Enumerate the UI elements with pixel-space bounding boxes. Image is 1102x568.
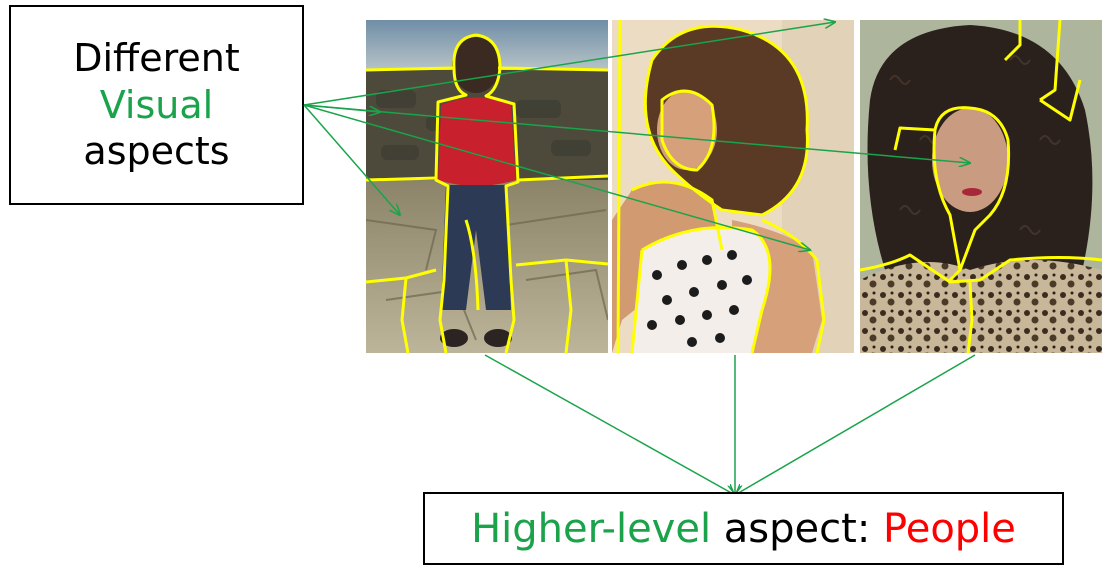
photo-woman-curly-hair — [860, 20, 1102, 353]
arrow-to-photo1-background — [303, 22, 835, 106]
arrow-to-curly-face — [303, 104, 970, 163]
higher-level-aspect-box: Higher-level aspect: People — [423, 492, 1064, 565]
arrow-from-photo3-to-people — [735, 354, 976, 495]
visual-aspects-line-2: Visual — [99, 82, 214, 127]
photo-woman-brown-hair — [612, 20, 854, 353]
visual-aspects-line-3: aspects — [83, 129, 230, 174]
arrow-from-photo1-to-people — [484, 354, 735, 495]
arrow-to-boy-pavement — [303, 104, 400, 215]
visual-aspects-line-1: Different — [73, 36, 240, 81]
aspect-label: aspect: — [711, 505, 884, 552]
people-label: People — [883, 505, 1016, 552]
visual-aspects-box: Different Visual aspects — [9, 5, 304, 205]
higher-level-label: Higher-level — [471, 505, 712, 552]
arrow-to-polka-dot-top — [303, 104, 810, 250]
